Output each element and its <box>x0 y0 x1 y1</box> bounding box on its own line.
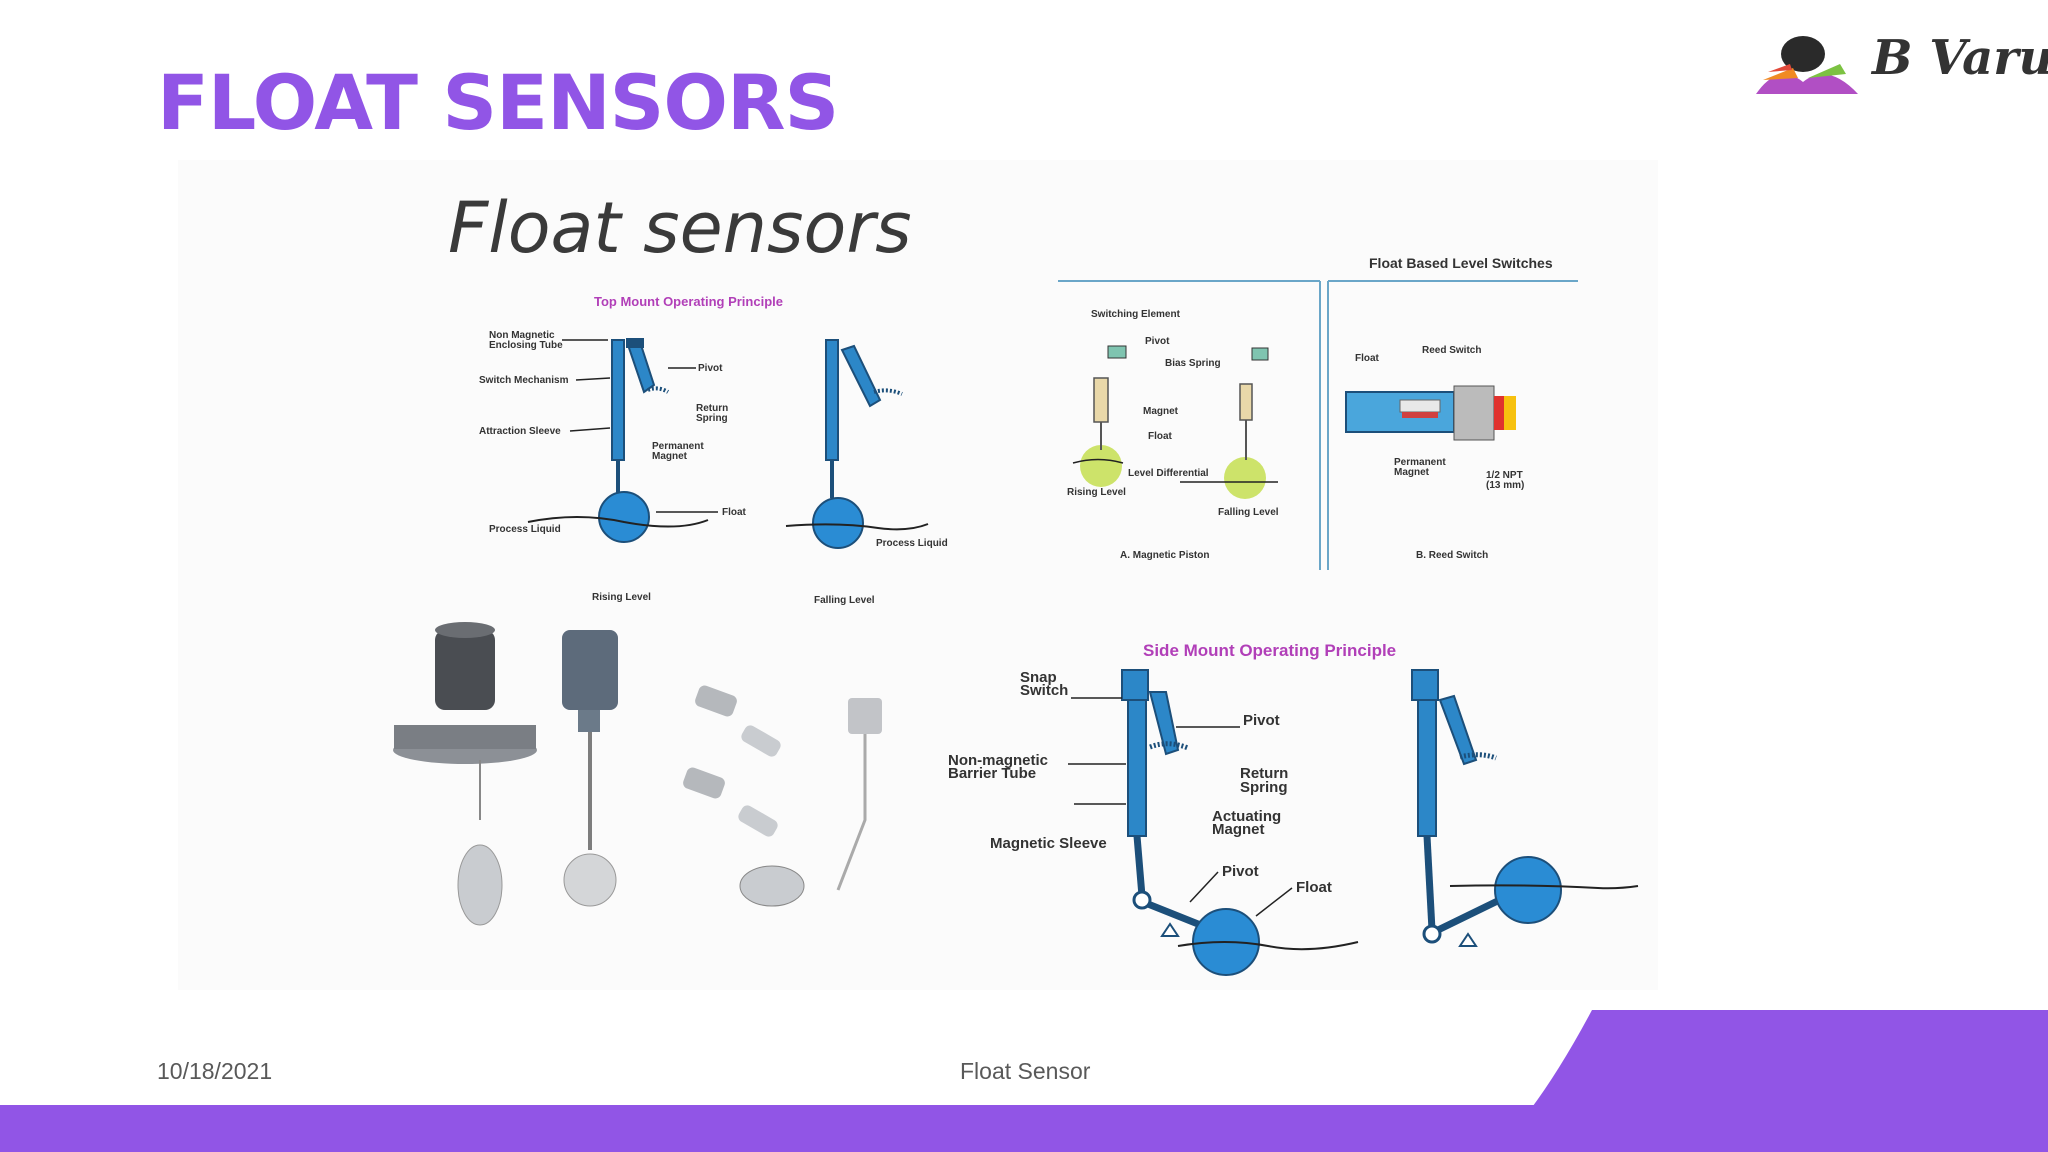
label-rs-magnet: Magnet <box>1394 467 1430 478</box>
label-sm-magnet: Magnet <box>1212 821 1265 838</box>
label-npt-2: (13 mm) <box>1486 480 1524 491</box>
label-level-differential: Level Differential <box>1128 468 1209 479</box>
label-return: Return <box>696 403 728 414</box>
label-actuating: Actuating <box>1212 808 1281 825</box>
side-mount-title: Side Mount Operating Principle <box>1143 641 1396 660</box>
label-pivot: Pivot <box>698 363 723 374</box>
label-attraction-sleeve: Attraction Sleeve <box>479 426 561 437</box>
label-npt-1: 1/2 NPT <box>1486 470 1523 481</box>
float-sensor-figure: Float sensors Top Mount Operating Princi… <box>178 160 1658 990</box>
top-mount-title: Top Mount Operating Principle <box>594 294 783 309</box>
level-switches-title: Float Based Level Switches <box>1369 255 1553 271</box>
slide-title: FLOAT SENSORS <box>157 58 839 147</box>
logo-book-icon <box>1756 36 1858 94</box>
top-mount-diagram: Top Mount Operating Principle Non Magnet… <box>479 294 948 606</box>
level-switches-diagram: Float Based Level Switches Switching Ele… <box>1058 255 1578 570</box>
side-mount-diagram: Side Mount Operating Principle Snap Swit… <box>948 641 1639 976</box>
label-rising-level: Rising Level <box>592 592 651 603</box>
label-barrier-tube: Barrier Tube <box>948 765 1036 782</box>
footer-accent-bar <box>0 1105 2048 1152</box>
label-rs-float: Float <box>1355 353 1380 364</box>
label-sm-float: Float <box>1296 879 1332 896</box>
label-bias-spring: Bias Spring <box>1165 358 1221 369</box>
label-sm-non-magnetic: Non-magnetic <box>948 752 1048 769</box>
label-rs-permanent: Permanent <box>1394 457 1446 468</box>
label-snap: Snap <box>1020 669 1057 686</box>
footer-date: 10/18/2021 <box>157 1058 273 1084</box>
label-switch: Switch <box>1020 682 1068 699</box>
footer-title: Float Sensor <box>960 1058 1091 1084</box>
label-reed-switch-caption: B. Reed Switch <box>1416 550 1488 561</box>
figure-heading: Float sensors <box>448 187 912 269</box>
label-spring: Spring <box>696 413 728 424</box>
logo: B Varun <box>1748 22 2048 122</box>
label-magnetic-piston: A. Magnetic Piston <box>1120 550 1209 561</box>
label-ls-float: Float <box>1148 431 1173 442</box>
label-ls-pivot: Pivot <box>1145 336 1170 347</box>
label-switch-mechanism: Switch Mechanism <box>479 375 569 386</box>
label-switching-element: Switching Element <box>1091 309 1181 320</box>
logo-text: B Varun <box>1872 30 2048 86</box>
label-ls-magnet: Magnet <box>1143 406 1179 417</box>
label-ls-rising-level: Rising Level <box>1067 487 1126 498</box>
label-non-magnetic: Non Magnetic <box>489 330 555 341</box>
label-falling-level: Falling Level <box>814 595 875 606</box>
label-process-liquid-right: Process Liquid <box>876 538 948 549</box>
label-magnetic-sleeve: Magnetic Sleeve <box>990 835 1107 852</box>
label-sm-spring: Spring <box>1240 779 1288 796</box>
float-sensor-photos <box>393 622 882 926</box>
label-float: Float <box>722 507 747 518</box>
label-ls-falling-level: Falling Level <box>1218 507 1279 518</box>
label-sm-return: Return <box>1240 765 1288 782</box>
label-process-liquid-left: Process Liquid <box>489 524 561 535</box>
label-sm-pivot-2: Pivot <box>1222 863 1259 880</box>
label-reed-switch: Reed Switch <box>1422 345 1481 356</box>
label-permanent: Permanent <box>652 441 704 452</box>
label-enclosing-tube: Enclosing Tube <box>489 340 563 351</box>
label-sm-pivot: Pivot <box>1243 712 1280 729</box>
label-magnet: Magnet <box>652 451 688 462</box>
